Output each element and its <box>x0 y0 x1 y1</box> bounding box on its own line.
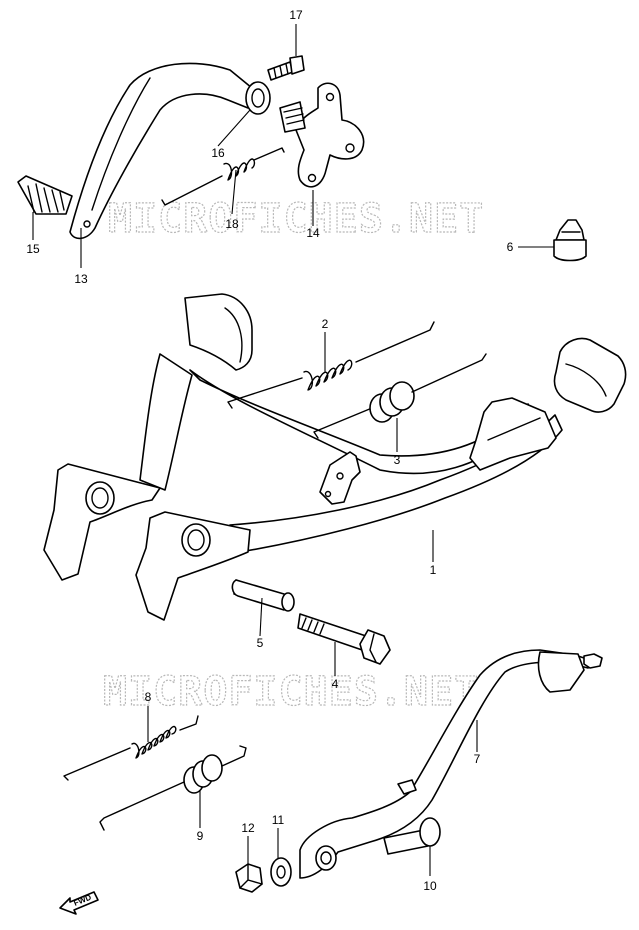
callout-4: 4 <box>332 677 339 691</box>
callout-15: 15 <box>26 242 40 256</box>
callout-2: 2 <box>322 317 329 331</box>
rubber-stopper <box>553 219 587 262</box>
stand-pivot-bolt <box>297 613 391 665</box>
callout-11: 11 <box>272 813 285 827</box>
leader-lines <box>32 24 554 876</box>
pivot-collar <box>231 579 295 612</box>
callout-7: 7 <box>474 752 481 766</box>
watermark-bottom: MICROFICHES.NET <box>103 669 479 715</box>
nut <box>235 863 263 893</box>
callout-16: 16 <box>211 146 225 160</box>
callout-9: 9 <box>197 829 204 843</box>
clevis-pin <box>383 817 441 855</box>
spring-upper <box>63 715 199 781</box>
callout-5: 5 <box>257 636 264 650</box>
spring-lower <box>99 745 247 831</box>
washer <box>270 857 292 887</box>
watermark-top: MICROFICHES.NET <box>108 196 484 242</box>
callout-8: 8 <box>145 690 152 704</box>
callout-14: 14 <box>306 226 320 240</box>
callout-labels: 17 16 18 14 13 15 6 2 3 1 5 4 7 8 9 12 1… <box>26 8 513 893</box>
callout-13: 13 <box>74 272 88 286</box>
callout-12: 12 <box>241 821 255 835</box>
callout-1: 1 <box>430 563 437 577</box>
pedal-bracket <box>279 82 365 188</box>
stand-spring-inner <box>313 353 487 439</box>
callout-6: 6 <box>507 240 514 254</box>
pivot-bolt <box>267 55 305 81</box>
stand-spring-outer <box>227 321 435 409</box>
callout-17: 17 <box>289 8 303 22</box>
callout-18: 18 <box>225 217 239 231</box>
brake-rod <box>299 649 603 879</box>
forward-direction-arrow: FWD <box>59 891 99 915</box>
center-stand <box>43 293 627 621</box>
callout-10: 10 <box>423 879 437 893</box>
brake-pedal-arm <box>69 62 271 240</box>
pedal-foot-pad <box>17 175 73 215</box>
callout-3: 3 <box>394 453 401 467</box>
